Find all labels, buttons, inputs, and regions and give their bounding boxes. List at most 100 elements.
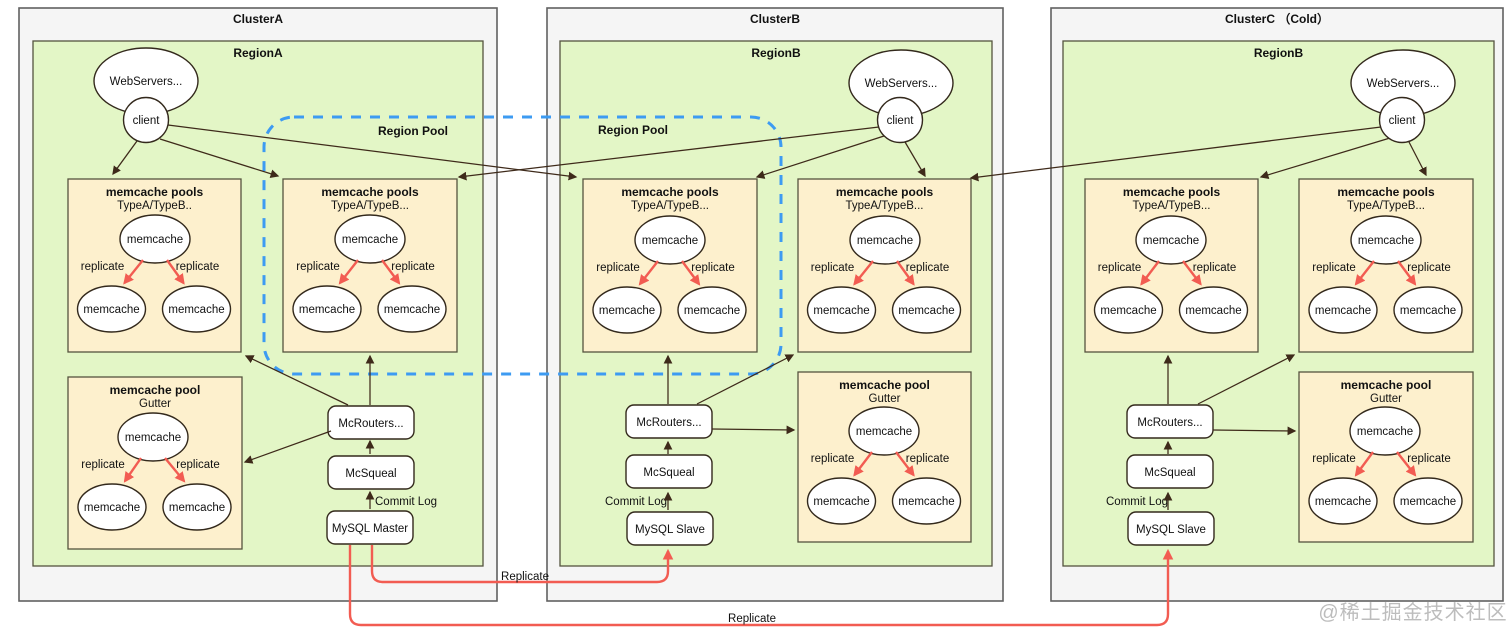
- mysql-node-label: MySQL Slave: [635, 524, 705, 536]
- commit-log-label: Commit Log: [605, 496, 667, 508]
- memcache-label: memcache: [1100, 305, 1156, 317]
- mcrouters-node: [327, 405, 415, 440]
- cluster-title: ClusterC （Cold）: [1225, 11, 1329, 26]
- region-title: RegionA: [233, 46, 283, 60]
- memcache-ellipse: [162, 483, 232, 531]
- pool-title: memcache pool: [110, 383, 201, 397]
- webservers-label: WebServers...: [1367, 78, 1440, 90]
- memcache-label: memcache: [83, 304, 139, 316]
- mcrouter-route-arrow: [696, 354, 795, 405]
- replicate-label: replicate: [1312, 453, 1355, 465]
- memcache-ellipse: [806, 286, 877, 334]
- replicate-label: replicate: [81, 459, 124, 471]
- memcache-ellipse: [292, 285, 362, 333]
- replicate-arrow: [1354, 451, 1374, 477]
- mysql-node: [1127, 511, 1215, 546]
- replicate-arrow: [1182, 260, 1202, 286]
- memcache-ellipse: [119, 214, 191, 264]
- memcache-label: memcache: [642, 235, 698, 247]
- mcsqueal-node: [625, 454, 713, 489]
- replicate-arrow: [166, 259, 185, 285]
- memcache-label: memcache: [684, 305, 740, 317]
- memcache-ellipse: [1393, 477, 1463, 525]
- mcsqueal-node-label: McSqueal: [643, 467, 694, 479]
- memcache-label: memcache: [813, 496, 869, 508]
- pool-title: memcache pool: [1341, 378, 1432, 392]
- client-circle: [1378, 96, 1426, 144]
- memcache-label: memcache: [342, 234, 398, 246]
- memcache-label: memcache: [1315, 496, 1371, 508]
- memcache-ellipse: [1308, 477, 1378, 525]
- memcache-ellipse: [891, 477, 962, 525]
- mcrouters-node-label: McRouters...: [338, 418, 403, 430]
- memcache-label: memcache: [857, 235, 913, 247]
- replicate-label: replicate: [176, 459, 219, 471]
- replicate-label: replicate: [596, 262, 639, 274]
- replicate-arrow: [338, 259, 359, 285]
- replicate-label: replicate: [1407, 262, 1450, 274]
- cluster-title: ClusterB: [750, 12, 800, 26]
- replicate-label: replicate: [1193, 262, 1236, 274]
- replicate-arrow: [853, 260, 874, 286]
- memcache-label: memcache: [1400, 305, 1456, 317]
- pool-subtitle: Gutter: [1370, 393, 1402, 405]
- client-request-arrow: [112, 140, 138, 176]
- pool-title: memcache pools: [836, 185, 934, 199]
- memcache-label: memcache: [168, 304, 224, 316]
- memcache-label: memcache: [1358, 235, 1414, 247]
- memcache-label: memcache: [856, 426, 912, 438]
- memcache-label: memcache: [169, 502, 225, 514]
- pool-subtitle: Gutter: [139, 398, 171, 410]
- memcache-ellipse: [806, 477, 877, 525]
- client-circle: [122, 96, 170, 144]
- replicate-label: replicate: [906, 262, 949, 274]
- mcrouters-node-label: McRouters...: [1137, 417, 1202, 429]
- memcache-label: memcache: [384, 304, 440, 316]
- replicate-link: [348, 545, 1174, 627]
- pool-title: memcache pools: [106, 185, 204, 199]
- webservers-label: WebServers...: [110, 76, 183, 88]
- memcache-ellipse: [634, 215, 706, 265]
- memcache-ellipse: [1308, 286, 1378, 334]
- memcache-ellipse: [117, 412, 189, 462]
- pool-subtitle: TypeA/TypeB...: [331, 200, 409, 212]
- pool-subtitle: TypeA/TypeB...: [1347, 200, 1425, 212]
- pool-title: memcache pools: [1123, 185, 1221, 199]
- mcrouters-node: [625, 404, 713, 439]
- client-request-arrow: [969, 126, 1382, 182]
- memcache-ellipse: [1393, 286, 1463, 334]
- memcache-label: memcache: [1185, 305, 1241, 317]
- mcrouter-route-arrow: [1212, 426, 1297, 436]
- replicate-arrow: [896, 260, 915, 286]
- pool-title: memcache pools: [321, 185, 419, 199]
- mcrouter-route-arrow: [1197, 354, 1296, 405]
- memcache-label: memcache: [84, 502, 140, 514]
- replicate-arrow: [681, 260, 701, 286]
- mcrouter-route-arrow: [244, 355, 349, 406]
- region-pool-outline: [262, 115, 783, 376]
- client-label: client: [1389, 115, 1417, 127]
- memcache-label: memcache: [813, 305, 869, 317]
- memcache-ellipse: [1350, 215, 1422, 265]
- replicate-arrow: [1396, 451, 1417, 477]
- replicate-arrow: [1354, 260, 1375, 286]
- replicate-arrow: [381, 259, 401, 285]
- pool-subtitle: TypeA/TypeB...: [631, 200, 709, 212]
- mcrouter-route-arrow: [711, 425, 796, 435]
- memcache-ellipse: [1093, 286, 1164, 334]
- replicate-arrow: [1397, 260, 1417, 286]
- mcrouter-route-arrow: [243, 430, 332, 464]
- region-title: RegionB: [751, 46, 801, 60]
- client-request-arrow: [167, 124, 578, 181]
- client-request-arrow: [159, 138, 280, 178]
- replicate-link-label: Replicate: [501, 571, 549, 583]
- mcsqueal-node: [1126, 454, 1214, 489]
- replicate-label: replicate: [1098, 262, 1141, 274]
- mcsqueal-node-label: McSqueal: [1144, 467, 1195, 479]
- client-label: client: [133, 115, 161, 127]
- replicate-arrow: [123, 457, 142, 483]
- webservers-label: WebServers...: [865, 78, 938, 90]
- pool-subtitle: TypeA/TypeB...: [1133, 200, 1211, 212]
